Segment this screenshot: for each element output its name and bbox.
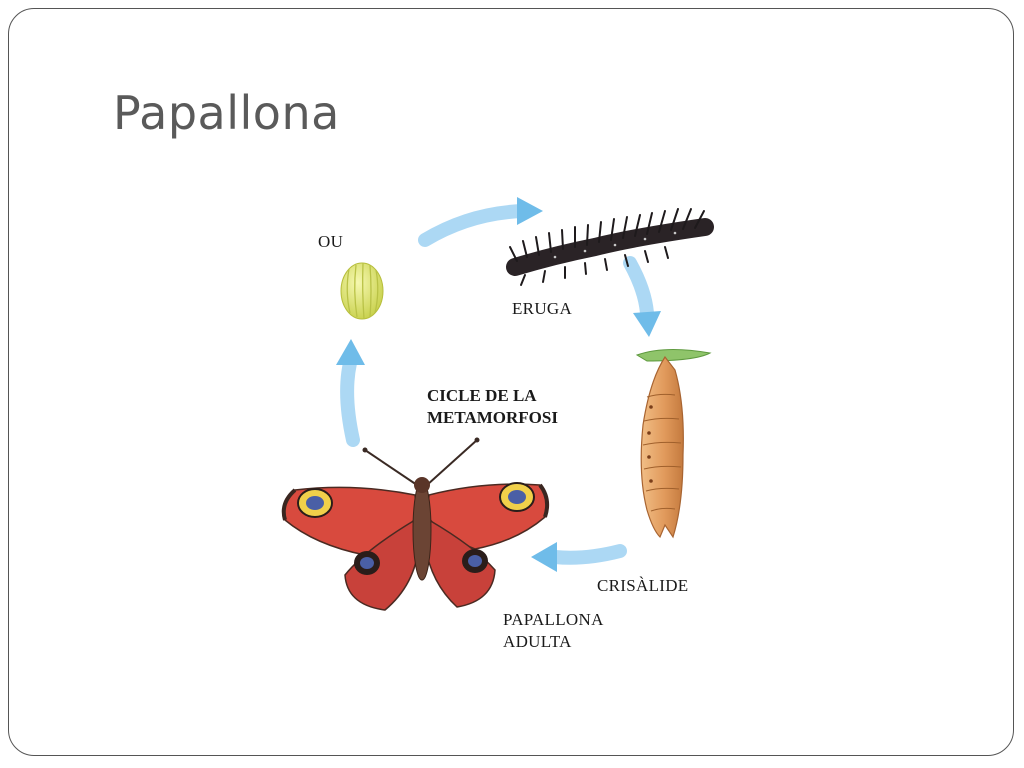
- diagram-illustration: [281, 197, 714, 611]
- arrow-adult-to-egg: [336, 339, 365, 447]
- caterpillar-illustration: [506, 208, 714, 286]
- stage-label-adult-line2: ADULTA: [503, 632, 572, 651]
- stage-label-pupa: CRISÀLIDE: [597, 576, 689, 595]
- diagram-caption-line2: METAMORFOSI: [427, 408, 558, 427]
- egg-illustration: [340, 262, 384, 320]
- slide-title: Papallona: [113, 86, 340, 140]
- stage-label-egg: OU: [318, 232, 344, 251]
- slide-frame: [8, 8, 1014, 756]
- stage-label-adult-line1: PAPALLONA: [503, 610, 604, 629]
- diagram-caption-line1: CICLE DE LA: [427, 386, 537, 405]
- arrow-caterpillar-to-pupa: [623, 256, 661, 337]
- metamorphosis-diagram: OU ERUGA CRISÀLIDE PAPALLONA ADULTA CICL…: [255, 185, 725, 665]
- pupa-illustration: [635, 348, 712, 539]
- arrow-pupa-to-adult: [531, 542, 627, 572]
- butterfly-illustration: [281, 437, 550, 611]
- stage-label-caterpillar: ERUGA: [512, 299, 573, 318]
- arrow-egg-to-caterpillar: [418, 197, 543, 247]
- stage-label-adult: PAPALLONA ADULTA: [503, 609, 604, 653]
- diagram-caption: CICLE DE LA METAMORFOSI: [427, 385, 558, 429]
